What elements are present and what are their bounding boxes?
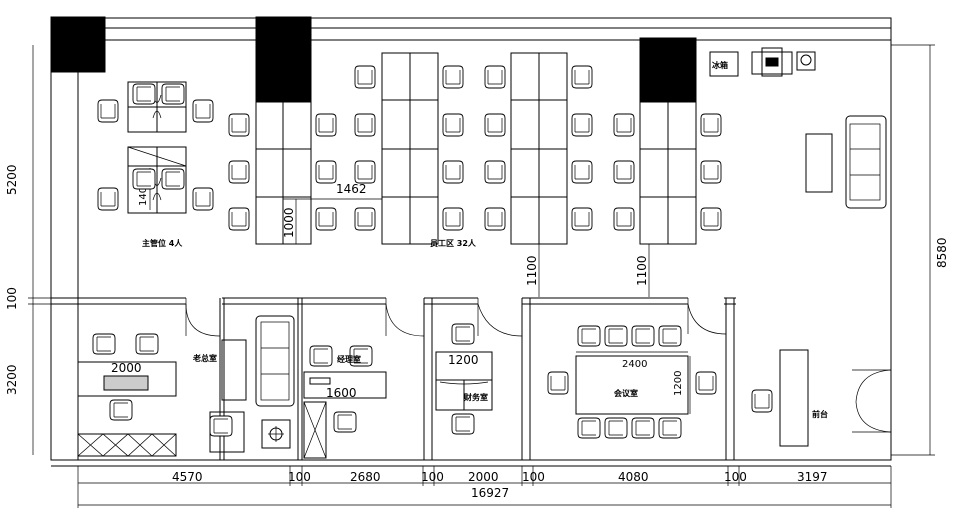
dim-right-total: 8580 [935, 237, 949, 268]
dim-left-upper: 5200 [5, 164, 19, 195]
manager-office-furniture [303, 345, 387, 459]
dim-bottom-seg-1: 4570 [172, 470, 203, 484]
door-swings [185, 298, 892, 433]
dim-bottom-seg-8: 100 [724, 470, 747, 484]
label-meeting-room: 会议室 [614, 388, 638, 398]
dim-left-lower: 3200 [5, 364, 19, 395]
dim-aisle-b: 1100 [635, 255, 649, 286]
dim-desk-width: 1000 [282, 207, 296, 238]
boss-office-furniture [77, 333, 177, 457]
column [639, 37, 697, 103]
coffee-table [805, 133, 833, 193]
dim-bottom-seg-7: 4080 [618, 470, 649, 484]
dim-desk-depth: 1400 [138, 181, 149, 206]
meeting-table [575, 351, 691, 415]
lounge-sofa [209, 315, 295, 453]
outer-walls [50, 17, 892, 467]
partition-walls [51, 297, 736, 460]
water-dispenser-icon [796, 51, 816, 71]
dim-desk-span: 1462 [336, 182, 367, 196]
printer-icon [751, 47, 793, 77]
dim-boss-desk: 2000 [111, 361, 142, 375]
dim-manager-desk: 1600 [326, 386, 357, 400]
finance-office-furniture [435, 323, 493, 435]
label-finance-office: 财务室 [463, 392, 488, 402]
dimension-lines [28, 44, 935, 508]
dim-left-mid: 100 [5, 287, 19, 310]
column [50, 16, 106, 73]
label-staff-area: 员工区 32人 [430, 238, 477, 248]
dim-bottom-seg-5: 2000 [468, 470, 499, 484]
label-manager-office: 经理室 [337, 354, 361, 364]
dim-bottom-total: 16927 [471, 486, 509, 500]
staff-desk-cluster [510, 52, 568, 245]
staff-desk-cluster [639, 101, 697, 245]
dim-bottom-seg-2: 100 [288, 470, 311, 484]
label-reception: 前台 [812, 409, 828, 419]
dim-aisle-a: 1100 [525, 255, 539, 286]
dim-meeting-table-h: 1200 [673, 371, 684, 396]
reception-desk [779, 349, 809, 447]
label-boss-office: 老总室 [192, 353, 217, 363]
dim-bottom-seg-9: 3197 [797, 470, 828, 484]
staff-desk-cluster [255, 101, 312, 245]
dim-bottom-seg-6: 100 [522, 470, 545, 484]
meeting-chairs [547, 325, 717, 439]
label-fridge: 冰箱 [712, 60, 728, 70]
column [255, 16, 312, 103]
dim-bottom-seg-4: 100 [421, 470, 444, 484]
staff-desk-cluster [381, 52, 439, 245]
fridge [709, 51, 739, 77]
dim-meeting-table-w: 2400 [622, 359, 647, 370]
sofa [845, 115, 887, 209]
label-supervisor-area: 主管位 4人 [142, 238, 183, 248]
dim-finance-desk: 1200 [448, 353, 479, 367]
dim-bottom-seg-3: 2680 [350, 470, 381, 484]
